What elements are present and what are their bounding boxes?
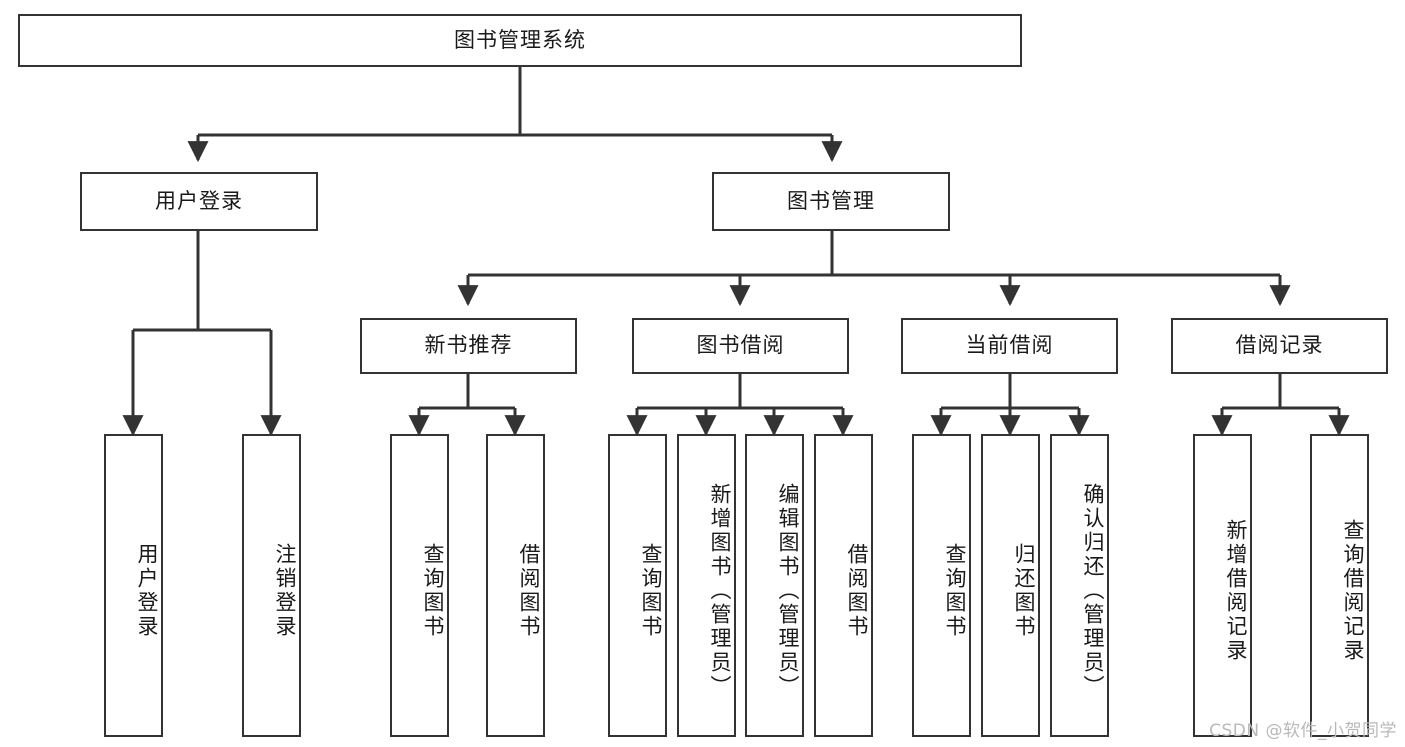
leaf-confirm-return-admin[interactable]: 确认归还（管理员） (1050, 434, 1109, 737)
node-new-book-recommend-label: 新书推荐 (424, 333, 513, 358)
leaf-confirm-return-admin-label: 确认归还（管理员） (1081, 482, 1105, 699)
leaf-user-login[interactable]: 用户登录 (104, 434, 163, 737)
leaf-return-book[interactable]: 归还图书 (981, 434, 1040, 737)
leaf-user-login-label: 用户登录 (135, 542, 159, 639)
leaf-borrow-book-recommend[interactable]: 借阅图书 (486, 434, 545, 737)
node-book-borrow[interactable]: 图书借阅 (632, 318, 849, 374)
leaf-borrow-book[interactable]: 借阅图书 (814, 434, 873, 737)
leaf-borrow-book-label: 借阅图书 (845, 542, 869, 639)
leaf-return-book-label: 归还图书 (1012, 542, 1036, 639)
leaf-query-borrow-record[interactable]: 查询借阅记录 (1310, 434, 1369, 737)
leaf-query-book-borrow[interactable]: 查询图书 (608, 434, 667, 737)
leaf-add-book-admin[interactable]: 新增图书（管理员） (677, 434, 736, 737)
node-book-management-label: 图书管理 (787, 188, 875, 213)
node-user-login-label: 用户登录 (155, 188, 243, 213)
node-root[interactable]: 图书管理系统 (18, 14, 1022, 67)
node-book-borrow-label: 图书借阅 (696, 333, 785, 358)
leaf-add-borrow-record[interactable]: 新增借阅记录 (1193, 434, 1252, 737)
leaf-add-book-admin-label: 新增图书（管理员） (708, 482, 732, 699)
node-new-book-recommend[interactable]: 新书推荐 (360, 318, 577, 374)
leaf-add-borrow-record-label: 新增借阅记录 (1224, 518, 1248, 663)
leaf-edit-book-admin-label: 编辑图书（管理员） (776, 482, 800, 699)
node-borrow-record-label: 借阅记录 (1235, 333, 1324, 358)
node-user-login[interactable]: 用户登录 (80, 172, 318, 231)
node-borrow-record[interactable]: 借阅记录 (1171, 318, 1388, 374)
watermark: CSDN @软件_小贺同学 (1209, 721, 1397, 741)
leaf-query-book-current-label: 查询图书 (943, 542, 967, 639)
node-current-borrow[interactable]: 当前借阅 (901, 318, 1118, 374)
leaf-edit-book-admin[interactable]: 编辑图书（管理员） (745, 434, 804, 737)
leaf-logout-label: 注销登录 (273, 542, 297, 639)
leaf-query-book-current[interactable]: 查询图书 (912, 434, 971, 737)
node-book-management[interactable]: 图书管理 (712, 172, 950, 231)
leaf-logout[interactable]: 注销登录 (242, 434, 301, 737)
node-current-borrow-label: 当前借阅 (965, 333, 1054, 358)
leaf-borrow-book-recommend-label: 借阅图书 (517, 542, 541, 639)
node-root-label: 图书管理系统 (454, 27, 586, 52)
leaf-query-book-recommend-label: 查询图书 (421, 542, 445, 639)
leaf-query-book-recommend[interactable]: 查询图书 (390, 434, 449, 737)
leaf-query-book-borrow-label: 查询图书 (639, 542, 663, 639)
leaf-query-borrow-record-label: 查询借阅记录 (1341, 518, 1365, 663)
